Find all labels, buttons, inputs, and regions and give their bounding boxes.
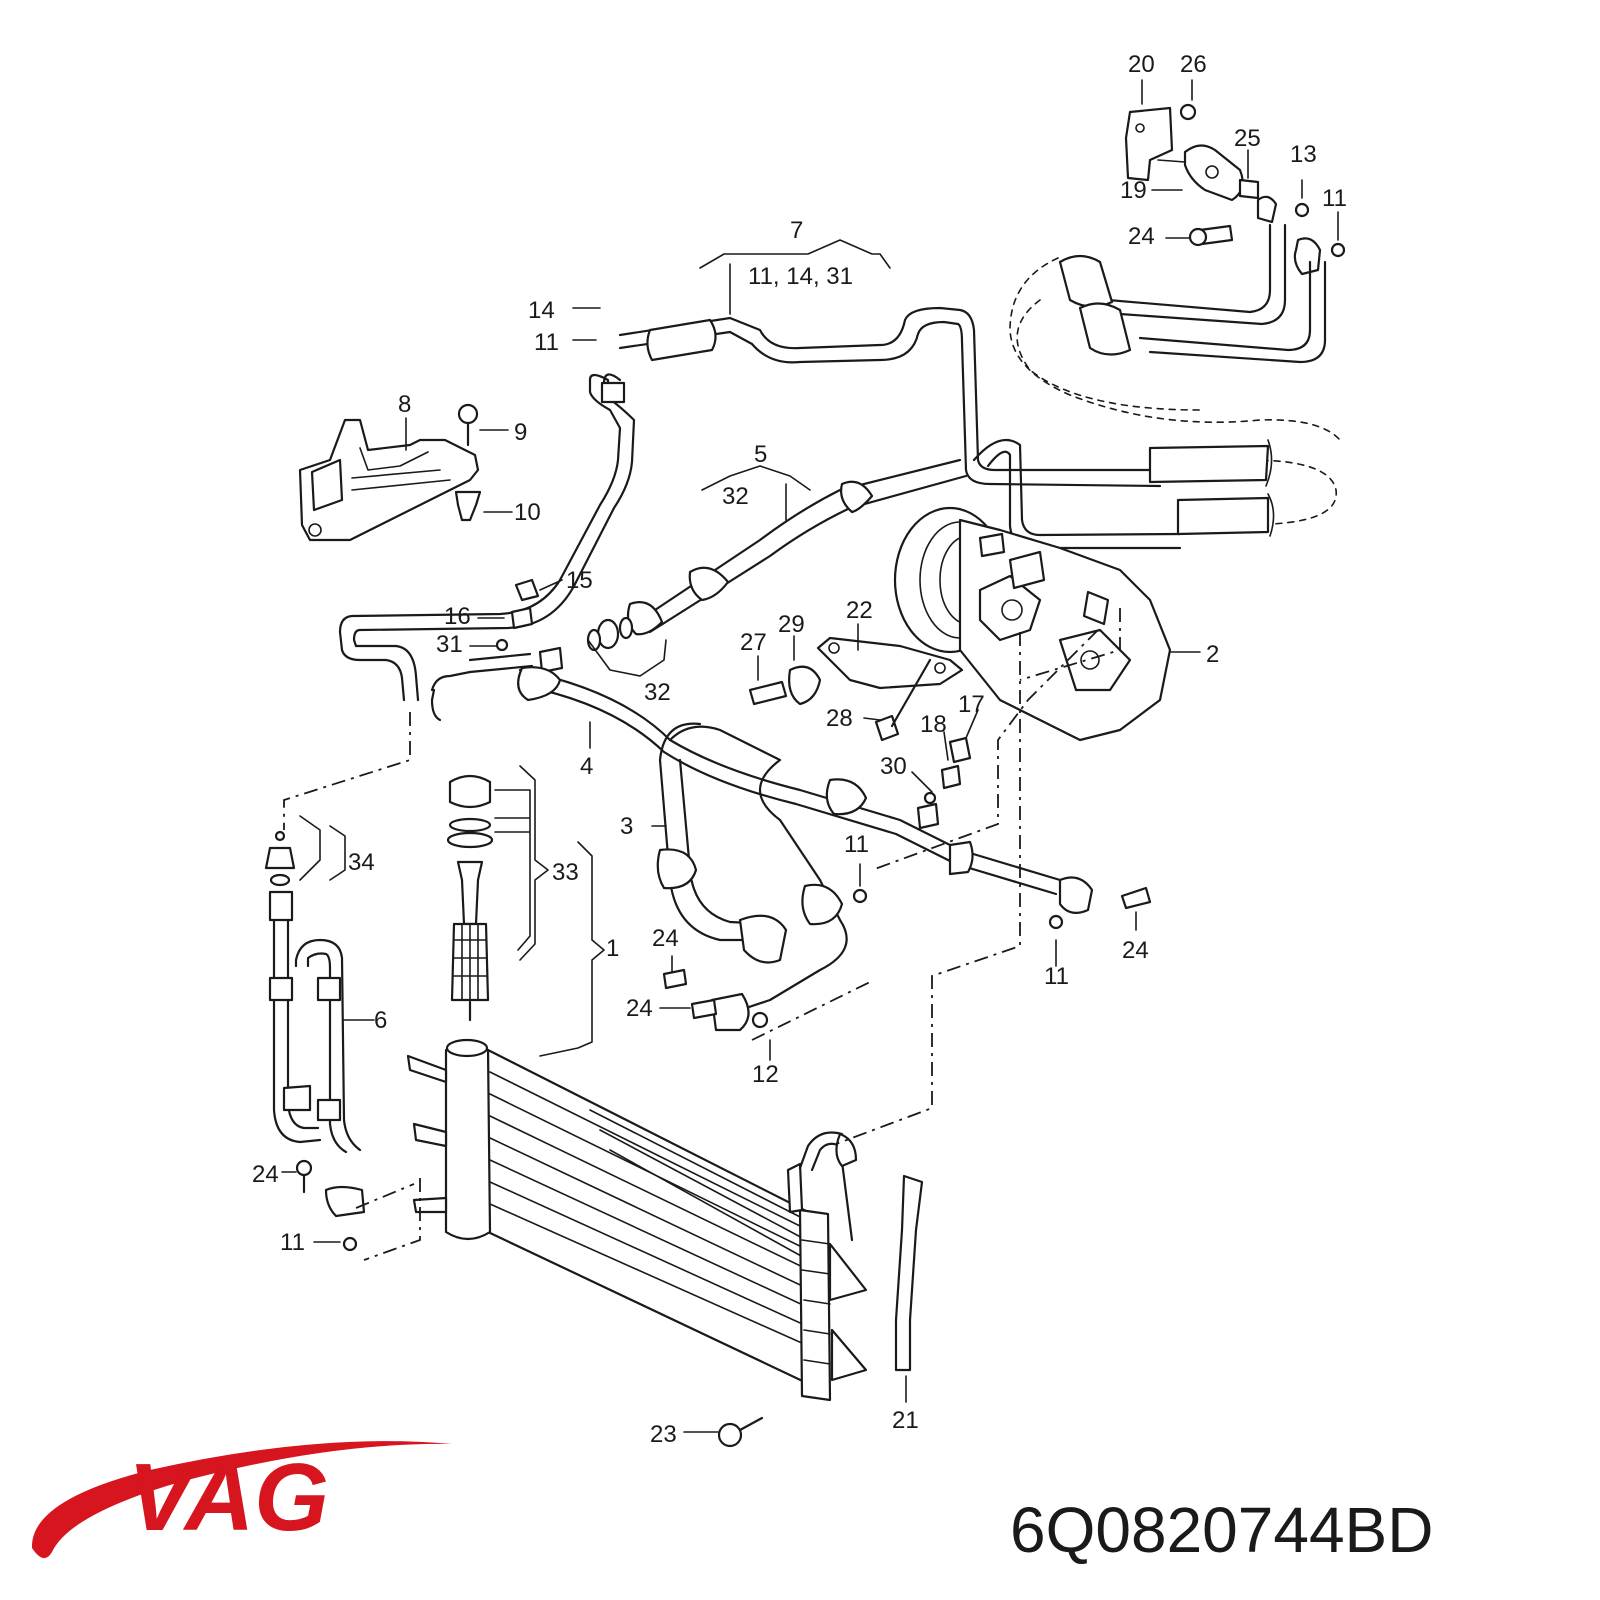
pipe-line-6	[268, 890, 366, 1252]
callout-31: 31	[436, 631, 463, 658]
callout-10: 10	[514, 499, 541, 526]
callout-22: 22	[846, 597, 873, 624]
compressor-2	[893, 506, 1172, 742]
callout-26: 26	[1180, 51, 1207, 78]
pipe-loops-top-right	[1009, 223, 1341, 525]
condenser-1	[406, 1038, 868, 1402]
callout-29: 29	[778, 611, 805, 638]
leader-lines	[281, 79, 1339, 1433]
callout-3: 3	[620, 813, 633, 840]
bolt-27	[748, 680, 788, 706]
callout-labels: 20 26 25 13 19 11 24 7 11, 14, 31 14 11 …	[252, 51, 1347, 1448]
callout-6: 6	[374, 1007, 387, 1034]
callout-24: 24	[1128, 223, 1155, 250]
callout-30: 30	[880, 753, 907, 780]
connection-lines	[283, 608, 1121, 1261]
callout-27: 27	[740, 629, 767, 656]
clip-10	[454, 490, 482, 522]
callout-7: 7	[790, 217, 803, 244]
callout-19: 19	[1120, 177, 1147, 204]
callout-14: 14	[528, 297, 555, 324]
vag-logo: VAG	[31, 1441, 452, 1559]
callout-28: 28	[826, 705, 853, 732]
vag-logo-swoosh	[31, 1441, 452, 1559]
callout-1: 1	[606, 935, 619, 962]
callout-24: 24	[652, 925, 679, 952]
bolts-24	[662, 886, 1152, 1020]
seal-strip-21	[894, 1174, 924, 1372]
callout-8: 8	[398, 391, 411, 418]
callout-20: 20	[1128, 51, 1155, 78]
drier-cap-33	[446, 774, 494, 1022]
callout-13: 13	[1290, 141, 1317, 168]
part-number: 6Q0820744BD	[1010, 1494, 1433, 1566]
callout-24: 24	[252, 1161, 279, 1188]
fittings-34	[264, 830, 296, 887]
vag-logo-text: VAG	[128, 1444, 329, 1551]
callout-11: 11	[280, 1229, 305, 1256]
callout-33: 33	[552, 859, 579, 886]
callout-11: 11	[844, 831, 869, 858]
callout-23: 23	[650, 1421, 677, 1448]
callout-11: 11	[1322, 185, 1347, 212]
screw-23	[717, 1416, 764, 1448]
callout-32: 32	[722, 483, 749, 510]
bracket-22	[816, 636, 964, 690]
pipe-line-5	[626, 458, 968, 636]
bolt-28	[874, 658, 932, 742]
callout-18: 18	[920, 711, 947, 738]
callout-21: 21	[892, 1407, 919, 1434]
screw-9	[457, 403, 479, 447]
callout-24: 24	[1122, 937, 1149, 964]
callout-34: 34	[348, 849, 375, 876]
callout-16: 16	[444, 603, 471, 630]
callout-11: 11	[534, 329, 559, 356]
callout-32: 32	[644, 679, 671, 706]
callout-5: 5	[754, 441, 767, 468]
callout-15: 15	[566, 567, 593, 594]
callout-4: 4	[580, 753, 593, 780]
callout-24: 24	[626, 995, 653, 1022]
callout-7-subparts: 11, 14, 31	[748, 263, 853, 290]
callout-12: 12	[752, 1061, 779, 1088]
hose-3	[656, 722, 848, 1032]
callout-11: 11	[1044, 963, 1069, 990]
bracket-assembly-top-right	[1124, 103, 1346, 276]
callout-25: 25	[1234, 125, 1261, 152]
part-8-bracket	[298, 418, 480, 542]
fittings-17-18-30	[916, 736, 972, 830]
clamp-29	[788, 665, 822, 706]
callout-9: 9	[514, 419, 527, 446]
callout-2: 2	[1206, 641, 1219, 668]
callout-17: 17	[958, 691, 985, 718]
